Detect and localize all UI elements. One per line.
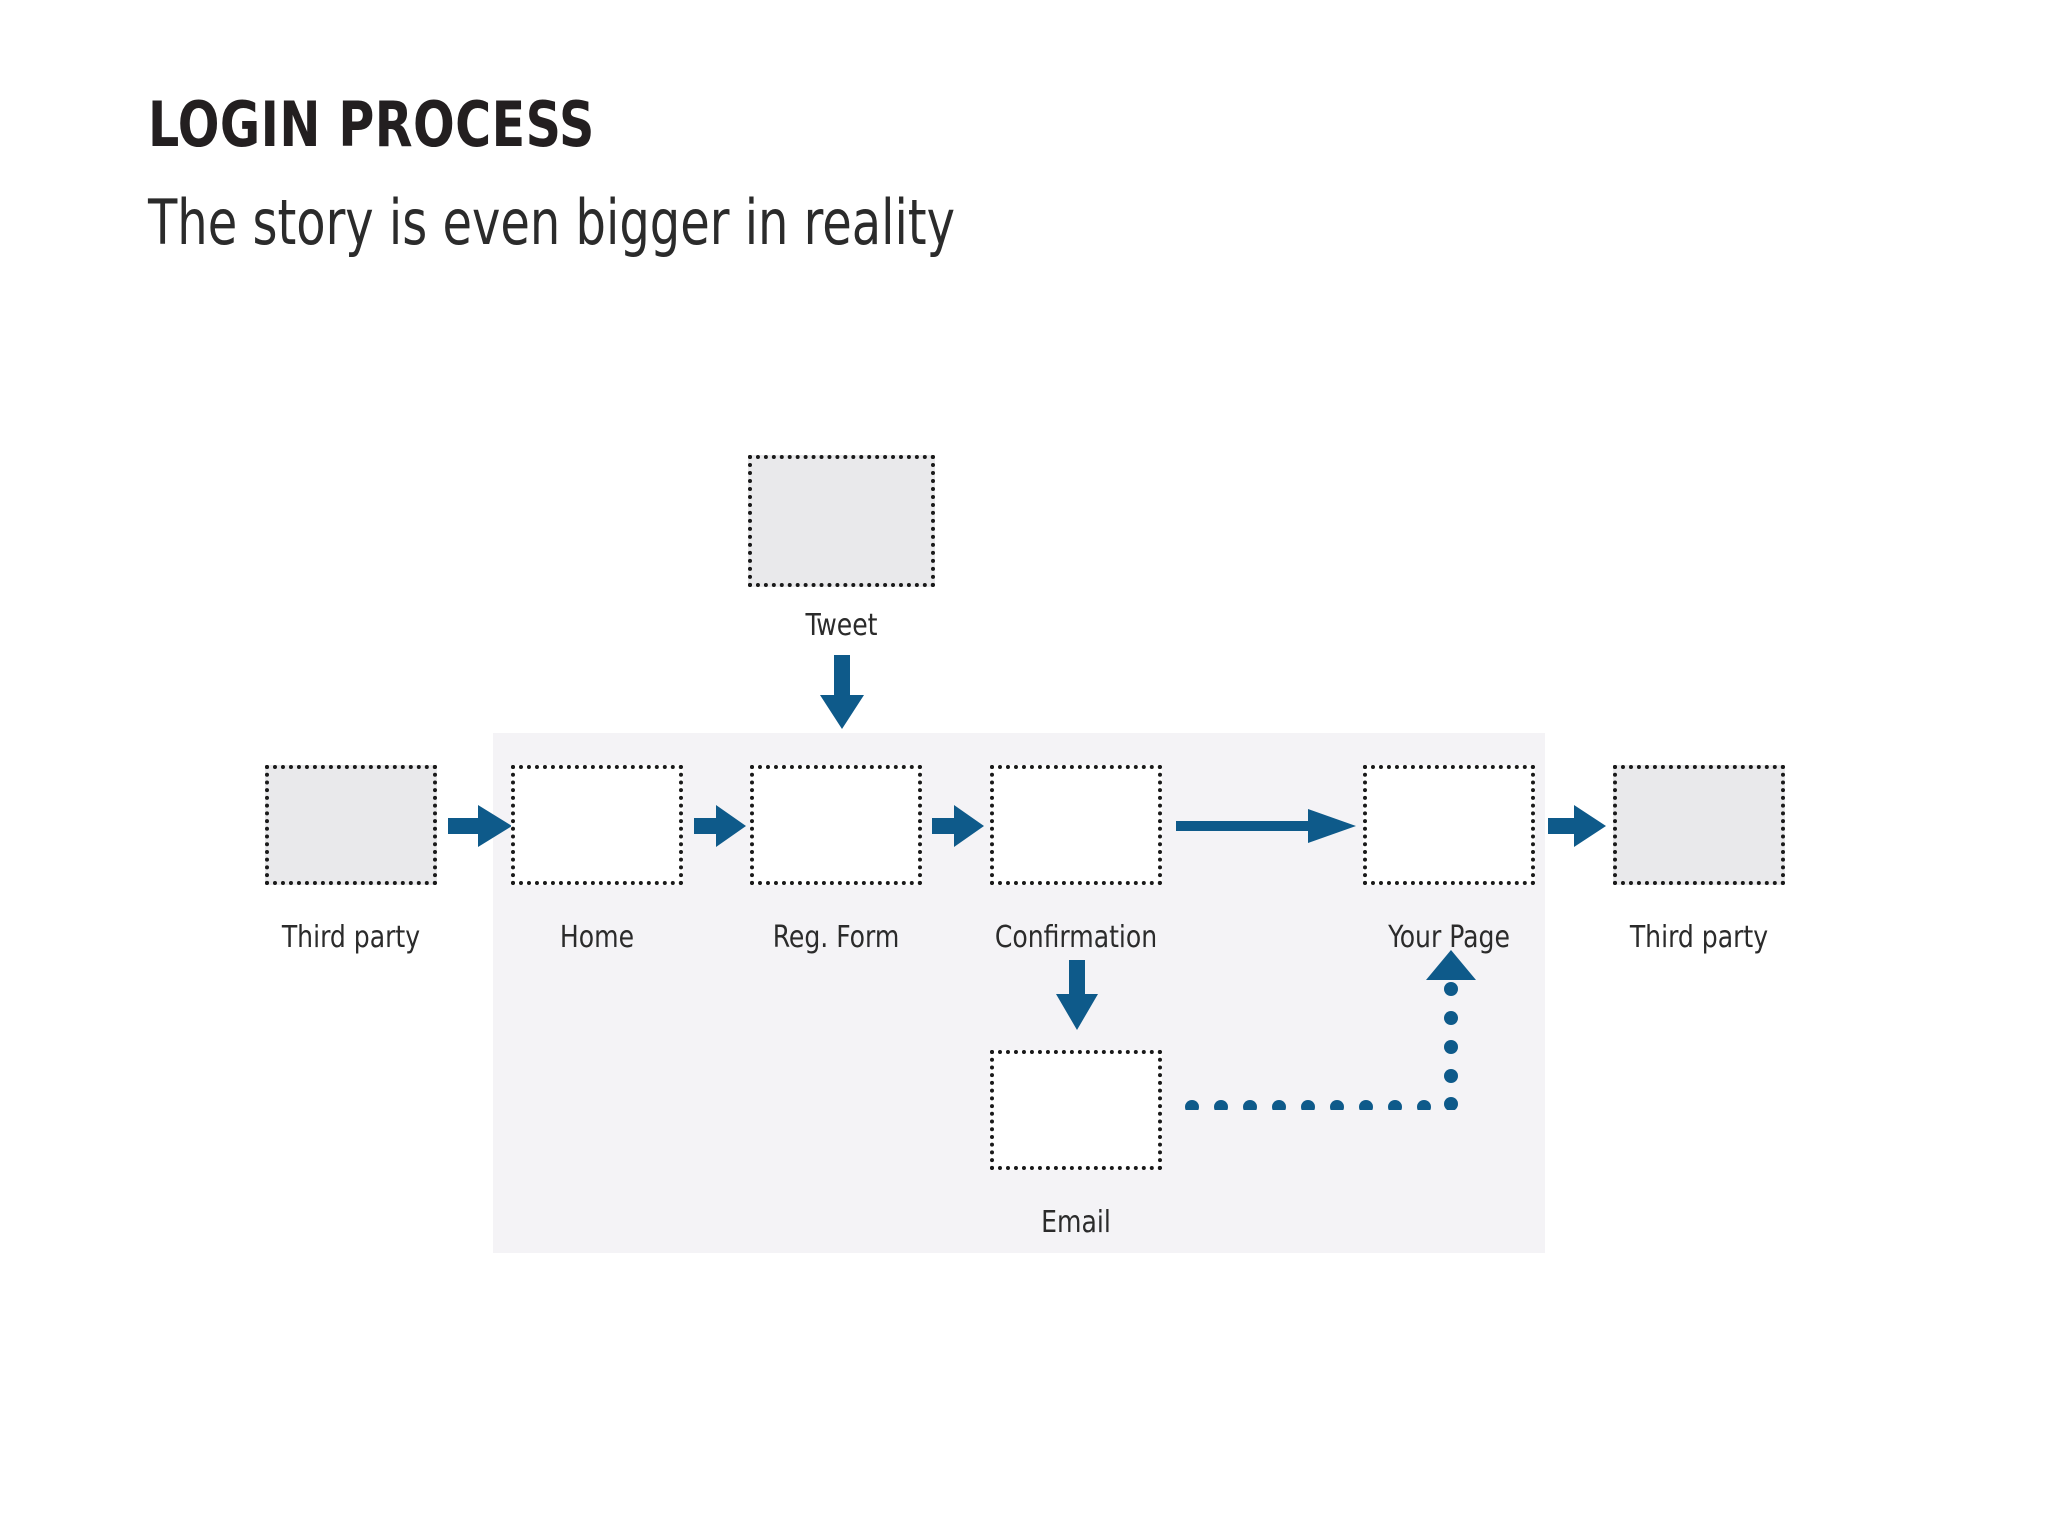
arrow-third-party-left-to-home: [448, 805, 514, 847]
node-label-confirmation: Confirmation: [994, 920, 1158, 955]
node-label-tweet: Tweet: [805, 608, 878, 643]
node-label-your-page: Your Page: [1388, 920, 1510, 955]
arrow-confirmation-to-email: [1050, 960, 1104, 1034]
node-label-reg-form: Reg. Form: [772, 920, 900, 955]
node-label-third-party-left: Third party: [281, 920, 421, 955]
node-reg-form[interactable]: [750, 765, 922, 885]
node-your-page[interactable]: [1363, 765, 1535, 885]
arrow-your-page-to-third-party-right: [1548, 805, 1610, 847]
arrow-tweet-to-home: [812, 655, 872, 735]
page-subtitle: The story is even bigger in reality: [148, 186, 955, 259]
node-home[interactable]: [511, 765, 683, 885]
node-third-party-right[interactable]: [1613, 765, 1785, 885]
node-label-third-party-right: Third party: [1629, 920, 1769, 955]
page-title: LOGIN PROCESS: [148, 88, 595, 161]
arrow-confirmation-to-your-page: [1176, 806, 1358, 846]
node-label-email: Email: [1041, 1205, 1111, 1240]
arrow-email-to-your-page-dotted: [1180, 950, 1480, 1114]
arrow-reg-form-to-confirmation: [932, 805, 986, 847]
node-email[interactable]: [990, 1050, 1162, 1170]
node-tweet[interactable]: [748, 455, 935, 587]
arrow-home-to-reg-form: [694, 805, 748, 847]
node-label-home: Home: [559, 920, 635, 955]
node-third-party-left[interactable]: [265, 765, 437, 885]
node-confirmation[interactable]: [990, 765, 1162, 885]
